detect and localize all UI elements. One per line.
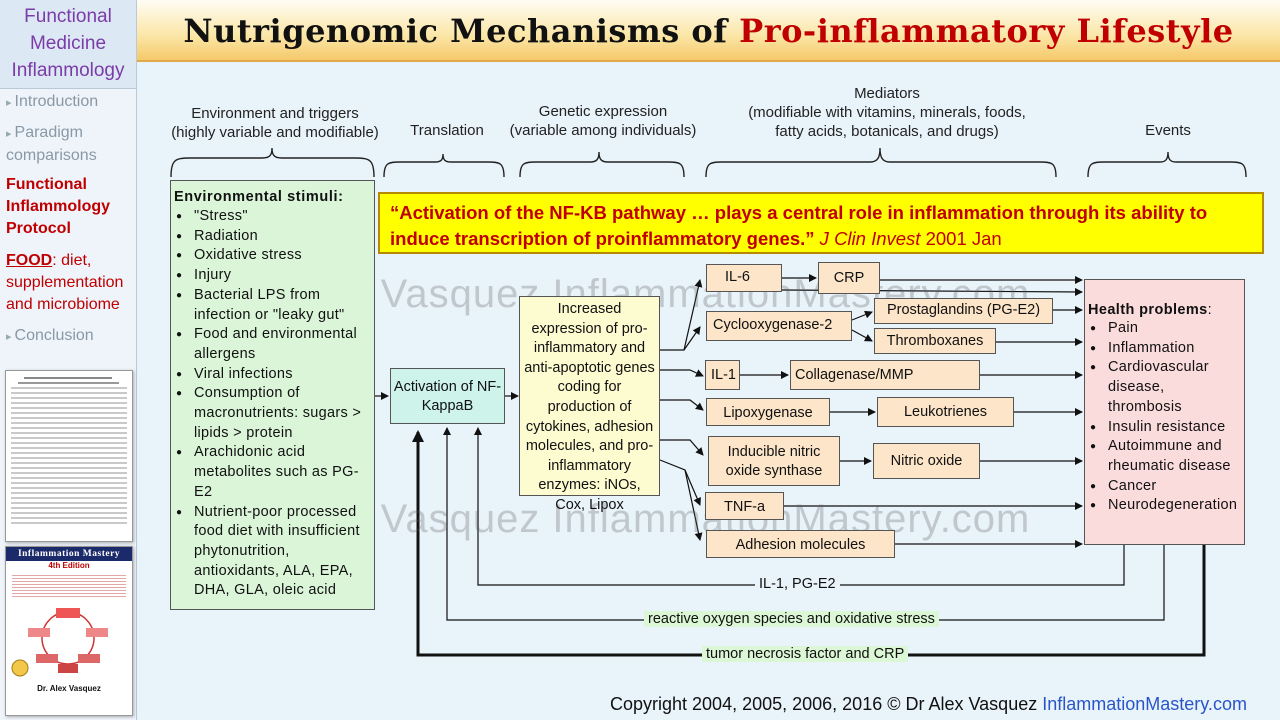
list-item: Inflammation (1088, 339, 1241, 359)
list-item: Bacterial LPS from infection or "leaky g… (174, 286, 371, 325)
quote-citation: J Clin Invest (814, 228, 921, 249)
col-header-genetic: Genetic expression (variable among indiv… (509, 103, 697, 139)
brand-line-1: Functional (24, 6, 112, 27)
mediator-nitric-oxide: Nitric oxide (873, 443, 980, 479)
chevron-right-icon: ▸ (6, 331, 12, 343)
mediator-lipoxygenase: Lipoxygenase (706, 398, 830, 426)
mediator-cox2: Cyclooxygenase-2 (706, 311, 852, 341)
list-item: Autoimmune and rheumatic disease (1088, 437, 1241, 476)
brand-line-2: Medicine (29, 33, 107, 54)
title-part-1: Nutrigenomic Mechanisms of (183, 12, 740, 50)
health-problems-box: Health problems: Pain Inflammation Cardi… (1084, 279, 1245, 545)
list-item: Arachidonic acid metabolites such as PG-… (174, 443, 371, 502)
quote-text: “Activation of the NF-KB pathway … plays… (390, 202, 1208, 249)
mediator-collagenase: Collagenase/MMP (790, 360, 980, 390)
list-item: Radiation (174, 227, 371, 247)
col-header-environment: Environment and triggers (highly variabl… (171, 105, 379, 141)
nav-item-food[interactable]: FOOD: diet, supplementation and microbio… (6, 250, 132, 316)
mediator-pge2: Prostaglandins (PG-E2) (874, 298, 1053, 324)
page-title: Nutrigenomic Mechanisms of Pro-inflammat… (137, 12, 1280, 50)
list-item: Cardiovascular disease, thrombosis (1088, 358, 1241, 417)
mediator-thromboxanes: Thromboxanes (874, 328, 996, 354)
title-part-2: Pro-inflammatory Lifestyle (739, 12, 1234, 50)
copyright-text: Copyright 2004, 2005, 2006, 2016 © Dr Al… (610, 694, 1043, 714)
nav-item-paradigm[interactable]: ▸Paradigm comparisons (6, 122, 126, 167)
col-header-translation: Translation (410, 122, 484, 139)
mediator-il6: IL-6 (706, 264, 782, 292)
feedback-label-il1-pge2: IL-1, PG-E2 (755, 576, 840, 592)
nav-label: Introduction (14, 93, 99, 110)
copyright: Copyright 2004, 2005, 2006, 2016 © Dr Al… (610, 694, 1247, 715)
nav-item-introduction[interactable]: ▸Introduction (6, 91, 98, 114)
list-item: Neurodegeneration (1088, 496, 1241, 516)
gene-expression-box: Increased expression of pro-inflammatory… (519, 296, 660, 513)
stimuli-heading: Environmental stimuli: (174, 189, 344, 205)
book-thumbnail[interactable]: Inflammation Mastery 4th Edition Dr. Ale… (5, 546, 133, 716)
health-heading: Health problems (1088, 302, 1208, 318)
list-item: Consumption of macronutrients: sugars > … (174, 384, 371, 443)
mediator-il1: IL-1 (705, 360, 740, 390)
mediator-leukotrienes: Leukotrienes (877, 397, 1014, 427)
copyright-site-link[interactable]: InflammationMastery.com (1042, 694, 1247, 714)
list-item: "Stress" (174, 207, 371, 227)
mediator-crp: CRP (818, 262, 880, 294)
brand-line-3: Inflammology (11, 60, 125, 81)
quote-box: “Activation of the NF-KB pathway … plays… (378, 192, 1264, 254)
sidebar-brand[interactable]: Functional Medicine Inflammology (0, 0, 136, 89)
book-cover-art (11, 608, 108, 677)
mediator-adhesion: Adhesion molecules (706, 530, 895, 558)
health-heading-colon: : (1207, 302, 1213, 318)
list-item: Food and environmental allergens (174, 325, 371, 364)
book-author: Dr. Alex Vasquez (37, 684, 101, 693)
health-list: Pain Inflammation Cardiovascular disease… (1088, 319, 1241, 516)
nav-item-conclusion[interactable]: ▸Conclusion (6, 325, 94, 348)
column-braces (170, 147, 1247, 178)
nav-label-prefix: FOOD (6, 252, 53, 269)
nav-label: Functional Inflammology Protocol (6, 176, 111, 237)
list-item: Viral infections (174, 365, 371, 385)
feedback-label-ros: reactive oxygen species and oxidative st… (644, 611, 939, 627)
nfkb-activation-box: Activation of NF-KappaB (390, 368, 505, 424)
nav-label: : diet, supplementation and microbiome (6, 252, 124, 313)
col-header-events: Events (1145, 122, 1191, 139)
book-blurb (12, 573, 126, 597)
article-thumbnail[interactable] (5, 370, 133, 542)
chevron-right-icon: ▸ (6, 97, 12, 109)
nav-label: Conclusion (14, 327, 94, 344)
book-edition: 4th Edition (48, 561, 90, 570)
mediator-tnf: TNF-a (705, 492, 784, 520)
chevron-right-icon: ▸ (6, 128, 12, 140)
mediator-inos: Inducible nitric oxide synthase (708, 436, 840, 486)
nav-item-protocol[interactable]: Functional Inflammology Protocol (6, 174, 130, 240)
sidebar: Functional Medicine Inflammology ▸Introd… (0, 0, 137, 720)
quote-year: 2001 Jan (920, 228, 1002, 249)
stimuli-list: "Stress" Radiation Oxidative stress Inju… (174, 207, 371, 601)
book-title: Inflammation Mastery (6, 547, 132, 561)
list-item: Cancer (1088, 477, 1241, 497)
col-header-mediators: Mediators (modifiable with vitamins, min… (748, 85, 1026, 140)
list-item: Nutrient-poor processed food diet with i… (174, 503, 371, 602)
list-item: Injury (174, 266, 371, 286)
nav-label: Paradigm comparisons (6, 124, 97, 164)
feedback-label-tnf-crp: tumor necrosis factor and CRP (702, 646, 909, 662)
list-item: Insulin resistance (1088, 418, 1241, 438)
list-item: Oxidative stress (174, 246, 371, 266)
environmental-stimuli-box: Environmental stimuli: "Stress" Radiatio… (170, 180, 375, 610)
health-heading-row: Health problems: (1088, 302, 1241, 318)
title-bar: Nutrigenomic Mechanisms of Pro-inflammat… (137, 0, 1280, 62)
list-item: Pain (1088, 319, 1241, 339)
